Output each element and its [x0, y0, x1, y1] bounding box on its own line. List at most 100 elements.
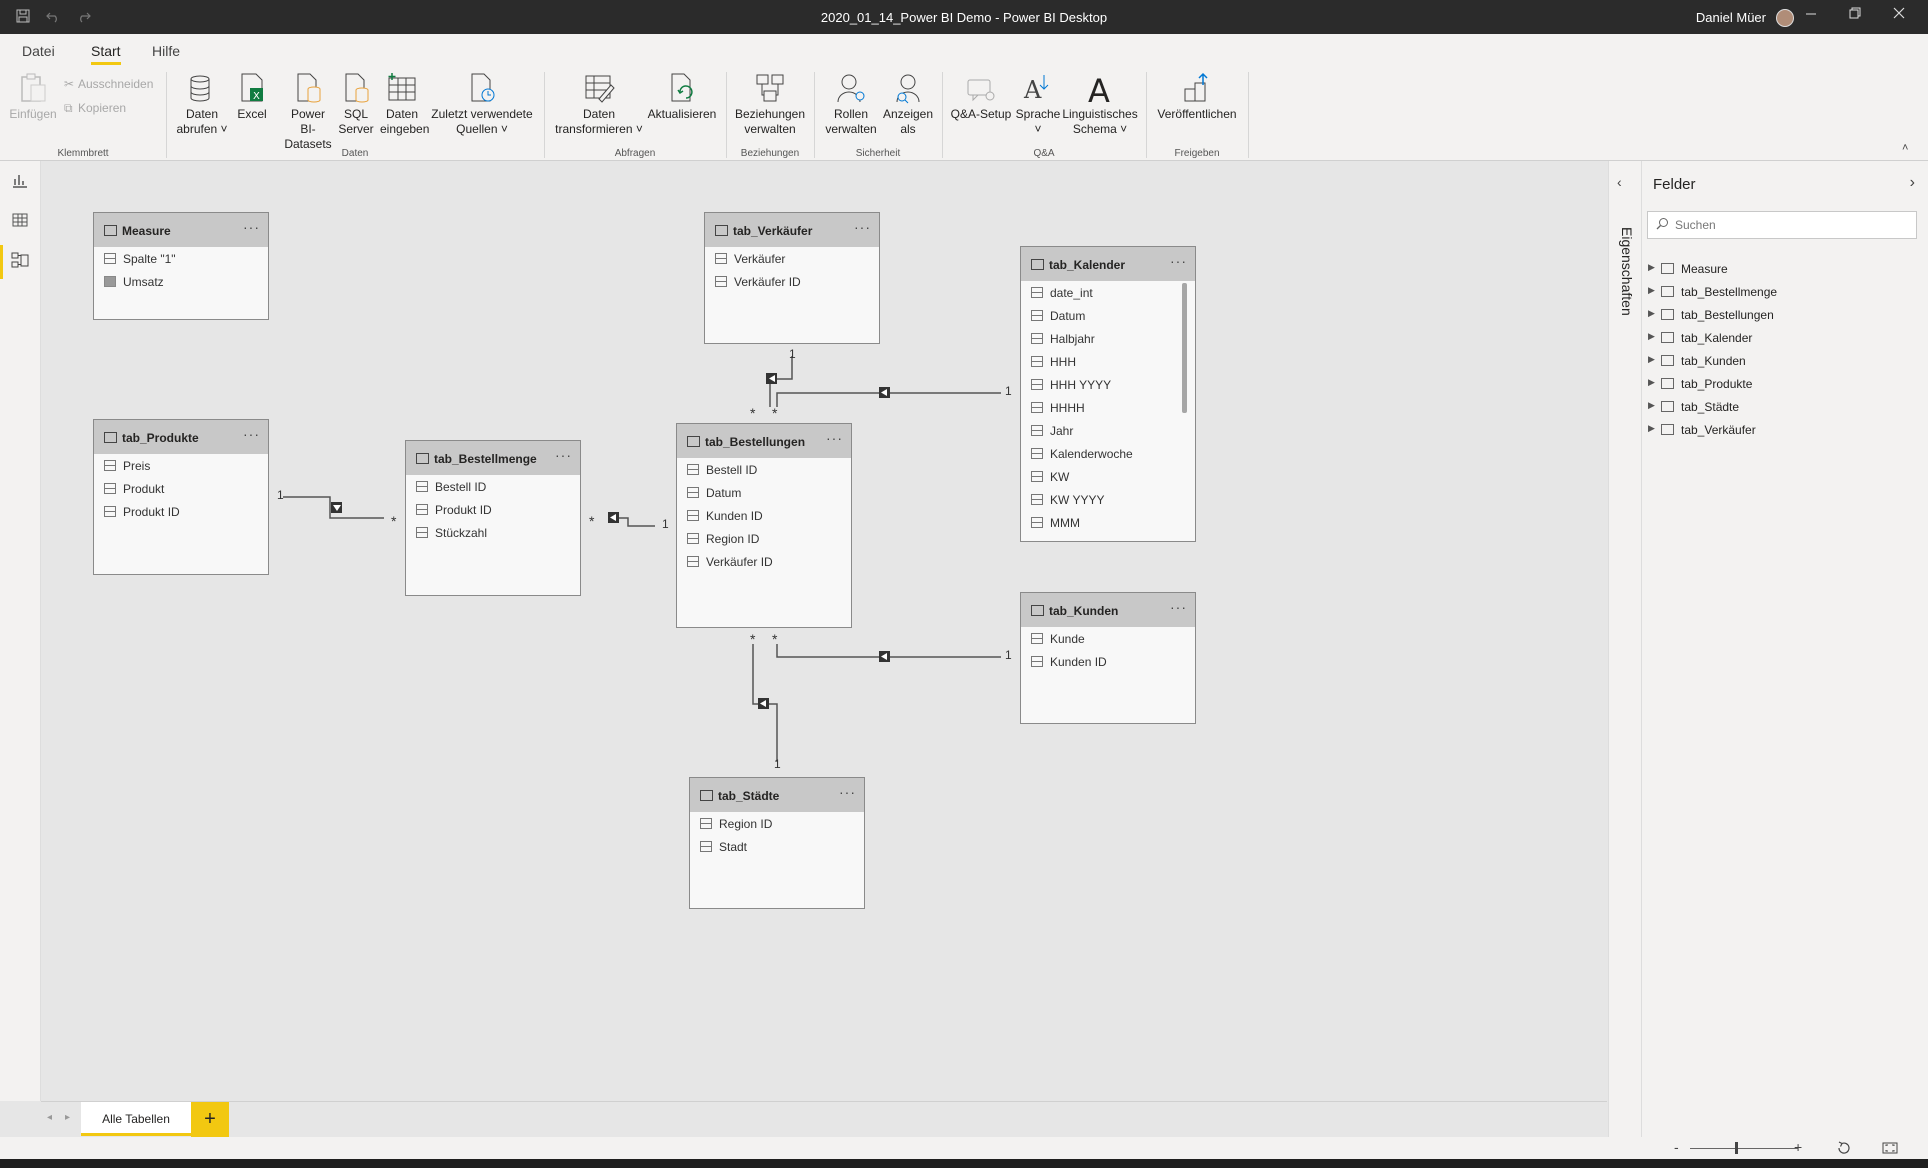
table-field[interactable]: Halbjahr: [1021, 327, 1195, 350]
avatar[interactable]: [1776, 9, 1794, 27]
chevron-left-icon[interactable]: ‹: [1617, 174, 1622, 190]
table-field[interactable]: Kunden ID: [1021, 650, 1195, 673]
relationship-produkte-bestellmenge[interactable]: [283, 496, 384, 519]
collapse-ribbon-icon[interactable]: ˄: [1902, 142, 1909, 154]
reset-layout-icon[interactable]: [1836, 1140, 1852, 1159]
table-field[interactable]: Verkäufer ID: [677, 550, 851, 573]
table-field[interactable]: Datum: [1021, 304, 1195, 327]
language-button[interactable]: A Sprache ˅: [1014, 68, 1062, 137]
more-options-icon[interactable]: ···: [1170, 599, 1187, 615]
table-field[interactable]: KW YYYY: [1021, 488, 1195, 511]
table-field[interactable]: HHH: [1021, 350, 1195, 373]
expand-arrow-icon[interactable]: ▶: [1648, 331, 1655, 341]
table-field[interactable]: Produkt ID: [406, 498, 580, 521]
table-card-kunden[interactable]: tab_Kunden ··· Kunde Kunden ID: [1020, 592, 1196, 724]
table-field[interactable]: HHHH: [1021, 396, 1195, 419]
expand-arrow-icon[interactable]: ▶: [1648, 377, 1655, 387]
more-options-icon[interactable]: ···: [839, 784, 856, 800]
close-icon[interactable]: [1884, 6, 1914, 24]
table-field[interactable]: Region ID: [677, 527, 851, 550]
table-header[interactable]: tab_Produkte ···: [94, 420, 268, 454]
scroll-left-icon[interactable]: ◂: [47, 1112, 53, 1123]
user-name[interactable]: Daniel Müer: [1695, 10, 1766, 25]
properties-tab-label[interactable]: Eigenschaften: [1619, 227, 1635, 316]
chevron-right-icon[interactable]: ›: [1909, 174, 1915, 191]
table-header[interactable]: Measure ···: [94, 213, 268, 247]
scroll-right-icon[interactable]: ▸: [65, 1112, 71, 1123]
save-icon[interactable]: [16, 9, 30, 26]
enter-data-button[interactable]: Daten eingeben: [380, 68, 429, 137]
cut-button[interactable]: ✂Ausschneiden: [64, 77, 153, 91]
data-view-icon[interactable]: [11, 211, 29, 229]
expand-arrow-icon[interactable]: ▶: [1648, 308, 1655, 318]
table-field[interactable]: date_int: [1021, 281, 1195, 304]
copy-button[interactable]: ⧉Kopieren: [64, 101, 126, 116]
table-field[interactable]: Bestell ID: [677, 458, 851, 481]
table-field[interactable]: Umsatz: [94, 270, 268, 293]
more-options-icon[interactable]: ···: [826, 430, 843, 446]
more-options-icon[interactable]: ···: [854, 219, 871, 235]
table-field[interactable]: Jahr: [1021, 419, 1195, 442]
tab-datei[interactable]: Datei: [22, 43, 55, 59]
qa-setup-button[interactable]: Q&A-Setup: [948, 68, 1014, 122]
add-page-button[interactable]: +: [191, 1102, 229, 1138]
more-options-icon[interactable]: ···: [1170, 253, 1187, 269]
table-field[interactable]: Bestell ID: [406, 475, 580, 498]
table-field[interactable]: Produkt: [94, 477, 268, 500]
table-field[interactable]: Verkäufer ID: [705, 270, 879, 293]
table-card-verkaeufer[interactable]: tab_Verkäufer ··· Verkäufer Verkäufer ID: [704, 212, 880, 344]
tab-alle-tabellen[interactable]: Alle Tabellen: [81, 1102, 191, 1136]
publish-button[interactable]: Veröffentlichen: [1152, 68, 1242, 122]
table-field[interactable]: Stückzahl: [406, 521, 580, 544]
zoom-out-button[interactable]: -: [1674, 1139, 1679, 1155]
table-card-kalender[interactable]: tab_Kalender ··· date_int Datum Halbjahr…: [1020, 246, 1196, 542]
minimize-icon[interactable]: [1796, 6, 1826, 24]
more-options-icon[interactable]: ···: [243, 426, 260, 442]
table-field[interactable]: Region ID: [690, 812, 864, 835]
table-field[interactable]: Datum: [677, 481, 851, 504]
table-card-measure[interactable]: Measure ··· Spalte "1" Umsatz: [93, 212, 269, 320]
refresh-button[interactable]: Aktualisieren: [646, 68, 718, 122]
view-as-button[interactable]: Anzeigen als: [880, 68, 936, 137]
table-scrollbar[interactable]: [1182, 283, 1187, 413]
fit-to-screen-icon[interactable]: [1882, 1140, 1898, 1159]
table-field[interactable]: Verkäufer: [705, 247, 879, 270]
table-field[interactable]: KW: [1021, 465, 1195, 488]
table-header[interactable]: tab_Kunden ···: [1021, 593, 1195, 627]
zoom-in-button[interactable]: +: [1794, 1139, 1803, 1155]
table-field[interactable]: Kalenderwoche: [1021, 442, 1195, 465]
model-canvas[interactable]: 1 * * 1 1 * * 1 * * 1 1 Measure ··· Spal…: [41, 161, 1607, 1101]
relationship-kalender-bestellungen[interactable]: [776, 387, 1001, 407]
manage-relationships-button[interactable]: Beziehungen verwalten: [732, 68, 808, 137]
tab-start[interactable]: Start: [91, 43, 121, 65]
restore-icon[interactable]: [1840, 6, 1870, 24]
paste-button[interactable]: Einfügen: [8, 68, 58, 122]
table-header[interactable]: tab_Städte ···: [690, 778, 864, 812]
undo-icon[interactable]: [46, 9, 60, 26]
more-options-icon[interactable]: ···: [555, 447, 572, 463]
table-header[interactable]: tab_Kalender ···: [1021, 247, 1195, 281]
recent-sources-button[interactable]: Zuletzt verwendete Quellen ˅: [428, 68, 536, 137]
properties-pane-collapsed[interactable]: ‹ Eigenschaften: [1608, 161, 1641, 1137]
table-field[interactable]: Stadt: [690, 835, 864, 858]
model-view-icon[interactable]: [11, 251, 29, 269]
table-field[interactable]: Kunde: [1021, 627, 1195, 650]
table-field[interactable]: Kunden ID: [677, 504, 851, 527]
expand-arrow-icon[interactable]: ▶: [1648, 262, 1655, 272]
relationship-kunden-bestellungen[interactable]: [776, 644, 1001, 662]
excel-button[interactable]: X Excel: [232, 68, 272, 122]
tab-hilfe[interactable]: Hilfe: [152, 43, 181, 59]
table-header[interactable]: tab_Bestellungen ···: [677, 424, 851, 458]
relationship-staedte-bestellungen[interactable]: [752, 644, 778, 762]
search-input[interactable]: Suchen: [1647, 211, 1917, 239]
expand-arrow-icon[interactable]: ▶: [1648, 285, 1655, 295]
get-data-button[interactable]: Daten abrufen ˅: [176, 68, 228, 137]
table-card-bestellmenge[interactable]: tab_Bestellmenge ··· Bestell ID Produkt …: [405, 440, 581, 596]
table-field[interactable]: Spalte "1": [94, 247, 268, 270]
table-header[interactable]: tab_Verkäufer ···: [705, 213, 879, 247]
linguistic-schema-button[interactable]: A Linguistisches Schema ˅: [1062, 68, 1138, 137]
powerbi-datasets-button[interactable]: Power BI-Datasets: [280, 68, 336, 152]
zoom-slider-thumb[interactable]: [1735, 1142, 1738, 1154]
redo-icon[interactable]: [77, 9, 91, 26]
report-view-icon[interactable]: [11, 171, 29, 189]
